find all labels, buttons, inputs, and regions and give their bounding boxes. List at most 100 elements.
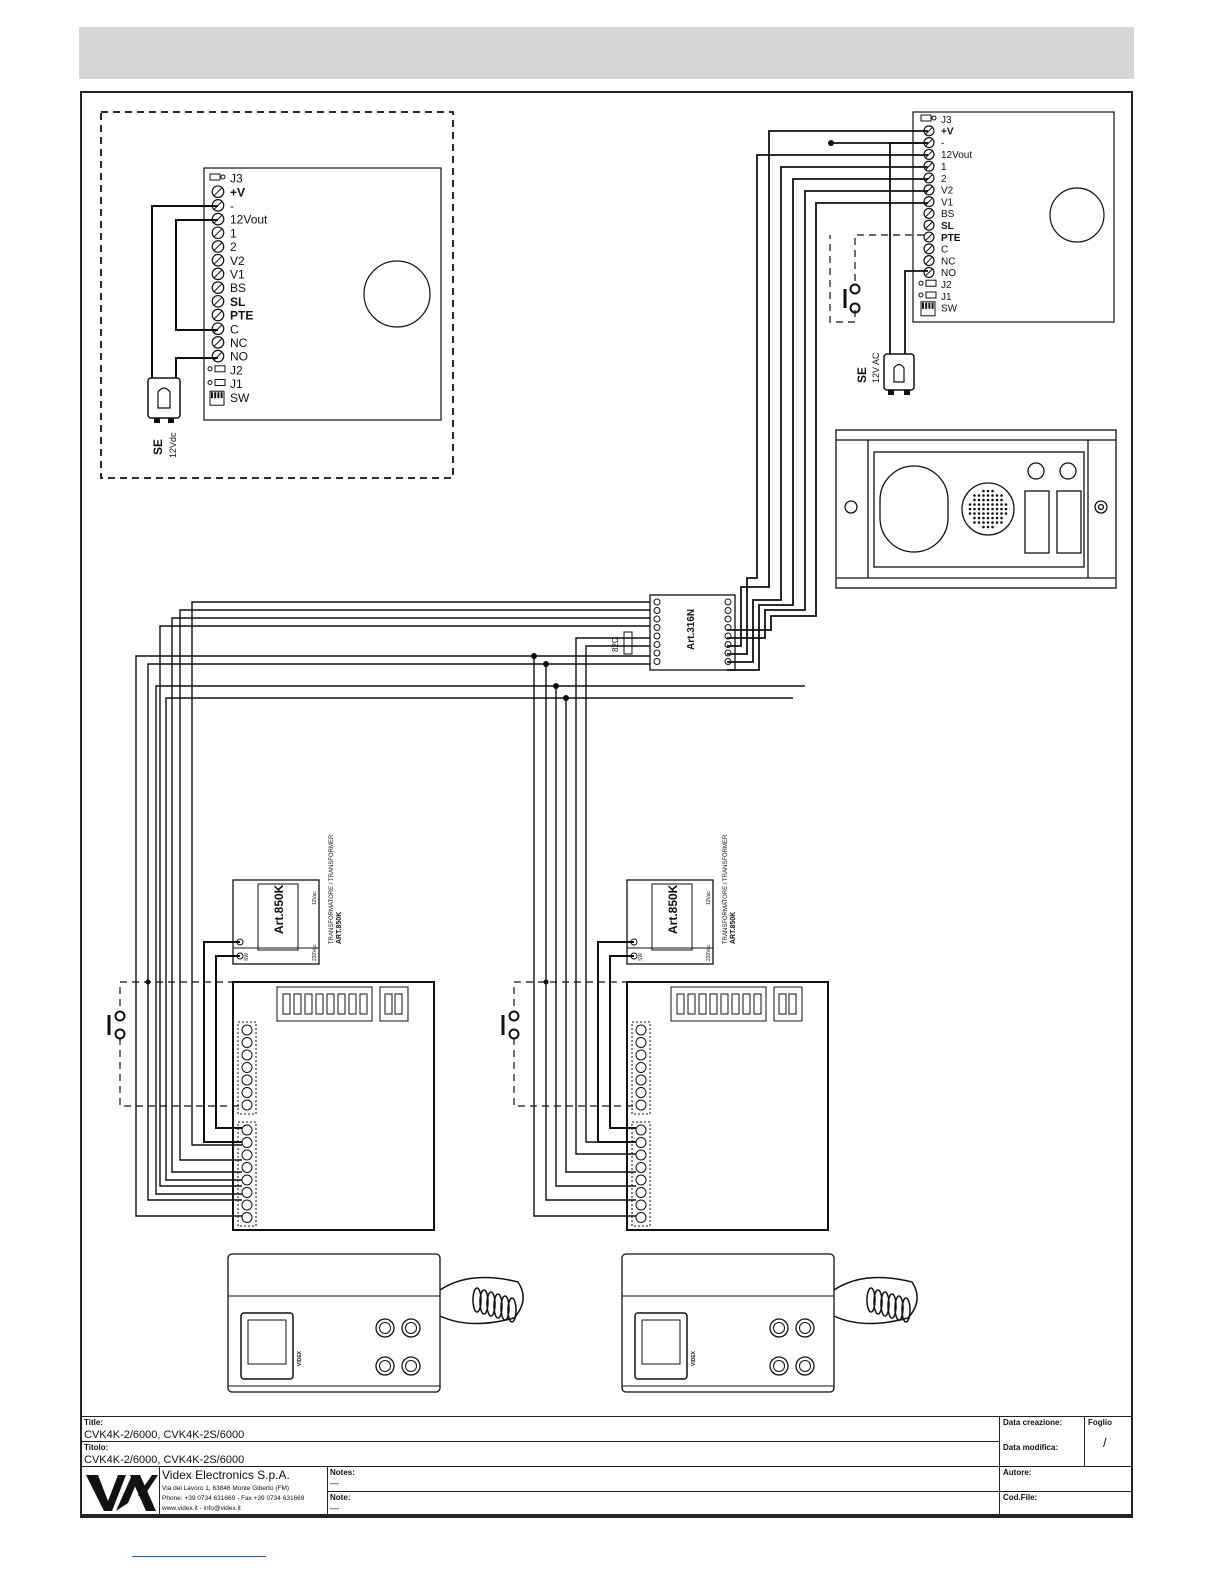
left-board-screw-slot xyxy=(213,242,223,251)
left-board-jumper-pin xyxy=(220,174,226,180)
right-board-screw-slot xyxy=(925,244,933,253)
right-board-terminal-label: 2 xyxy=(941,174,947,185)
apt2-terminal-strip-upper xyxy=(631,1021,651,1115)
apt1-dip-switch xyxy=(384,993,393,1015)
grille-hole xyxy=(982,489,985,493)
left-board-screw-terminal xyxy=(211,308,225,322)
grille-hole xyxy=(977,512,981,515)
distributor-output-terminal xyxy=(724,615,732,623)
apt2-monitor-button-inner xyxy=(799,1322,811,1334)
grille-hole xyxy=(991,516,994,520)
right-board-dip-lever xyxy=(922,302,924,309)
apt1-monitor-button[interactable] xyxy=(375,1356,395,1376)
videx-logo xyxy=(82,1467,160,1517)
right-board-screw-slot xyxy=(925,126,933,135)
left-board-screw-slot xyxy=(213,296,223,306)
grille-hole xyxy=(1004,507,1008,511)
left-board-screw-terminal xyxy=(211,253,225,267)
apt2-screw-terminal xyxy=(635,1074,647,1086)
right-board-screw-terminal xyxy=(923,219,935,231)
apt1-dip-switch xyxy=(315,993,324,1015)
left-board-terminal-label: J2 xyxy=(230,363,243,377)
right-board-screw-terminal xyxy=(923,172,935,184)
right-lock-voltage: 12V AC xyxy=(871,352,881,383)
apt2-monitor-screen xyxy=(634,1312,688,1380)
apt2-monitor-button[interactable] xyxy=(795,1356,815,1376)
grille-hole xyxy=(982,507,985,511)
left-board-screw-terminal xyxy=(211,240,225,253)
left-board-terminal-label: 1 xyxy=(230,226,237,240)
right-board-screw-slot xyxy=(925,209,933,218)
right-board-screw-slot xyxy=(925,221,933,230)
left-lock-icon xyxy=(147,377,181,423)
right-board-dip-lever xyxy=(925,302,928,309)
apt1-screw-terminal xyxy=(241,1037,253,1048)
grille-hole xyxy=(973,498,976,502)
apt1-screw-terminal xyxy=(241,1087,253,1098)
right-board-outline xyxy=(912,111,1115,323)
grille-hole xyxy=(973,521,976,524)
left-board-screw-slot xyxy=(213,283,223,293)
grille-hole xyxy=(973,494,976,497)
grille-hole xyxy=(991,521,994,524)
right-board-screw-slot xyxy=(925,162,933,171)
apt1-transformer-caption2: ART.850K xyxy=(336,912,343,944)
apt1-monitor-button[interactable] xyxy=(401,1356,421,1376)
apt2-screw-terminal xyxy=(635,1087,647,1098)
left-board-terminal-label: 12Vout xyxy=(230,213,268,227)
grille-hole xyxy=(986,512,990,515)
right-board-terminal-label: J1 xyxy=(941,292,952,303)
apt2-monitor-button[interactable] xyxy=(795,1318,815,1338)
sheet-value: / xyxy=(1103,1435,1107,1450)
distributor-output-terminal xyxy=(724,598,732,606)
grille-hole xyxy=(973,516,976,520)
apt1-transformer-out: 12Vac xyxy=(312,891,318,905)
creation-date-label: Data creazione: xyxy=(1003,1418,1063,1427)
apt2-handset-cord xyxy=(901,1297,911,1323)
grille-hole xyxy=(991,525,994,529)
grille-hole xyxy=(986,489,990,493)
grille-hole xyxy=(991,503,994,506)
apt1-screw-terminal xyxy=(241,1062,253,1073)
right-board-terminal-label: V1 xyxy=(941,197,954,208)
distributor-label: Art.316N xyxy=(686,609,697,650)
left-board-screw-slot xyxy=(213,255,223,265)
distributor-terminals xyxy=(653,598,732,665)
grille-hole xyxy=(982,498,985,502)
apt2-monitor-button[interactable] xyxy=(769,1356,789,1376)
apt1-power-wire xyxy=(203,941,242,1143)
apt1-screw-terminal xyxy=(241,1124,253,1136)
apt1-monitor-board xyxy=(232,981,435,1231)
left-board-terminal-label: +V xyxy=(230,185,245,199)
apt2-dip-switch xyxy=(676,993,685,1015)
grille-hole xyxy=(991,489,994,493)
grille-hole xyxy=(982,512,985,515)
apt1-monitor-button-inner xyxy=(379,1322,391,1334)
right-board-terminal-label: 12Vout xyxy=(941,150,972,161)
apt2-screw-terminal xyxy=(635,1212,647,1223)
apt1-monitor-button[interactable] xyxy=(401,1318,421,1338)
left-panel-dashed-box xyxy=(100,111,454,479)
distributor-input-terminal xyxy=(653,615,661,623)
apt1-monitor-housing xyxy=(227,1253,441,1393)
apt1-dip-switch xyxy=(326,993,335,1015)
apt1-monitor-button[interactable] xyxy=(375,1318,395,1338)
apt1-handset-cord xyxy=(486,1291,496,1317)
note-label: Note: xyxy=(330,1493,351,1502)
grille-hole xyxy=(1000,507,1003,511)
distributor-input-terminal xyxy=(653,641,661,648)
right-board-speaker-circle xyxy=(1049,187,1105,243)
left-board-terminal-label: V1 xyxy=(230,267,245,281)
footer-link-underline[interactable] xyxy=(132,1556,266,1557)
left-board-screw-terminal xyxy=(211,322,225,336)
distributor-input-terminal xyxy=(653,598,661,606)
left-board-screw-terminal xyxy=(211,267,225,281)
apt2-monitor-board xyxy=(626,981,829,1231)
left-board-screw-slot xyxy=(213,269,223,279)
right-board-screw-terminal xyxy=(923,266,935,278)
right-board-screw-terminal xyxy=(923,243,935,255)
right-board-screw-slot xyxy=(925,197,933,206)
apt2-monitor-button[interactable] xyxy=(769,1318,789,1338)
grille-hole xyxy=(973,503,976,506)
right-board-jumper-pin xyxy=(918,292,924,298)
